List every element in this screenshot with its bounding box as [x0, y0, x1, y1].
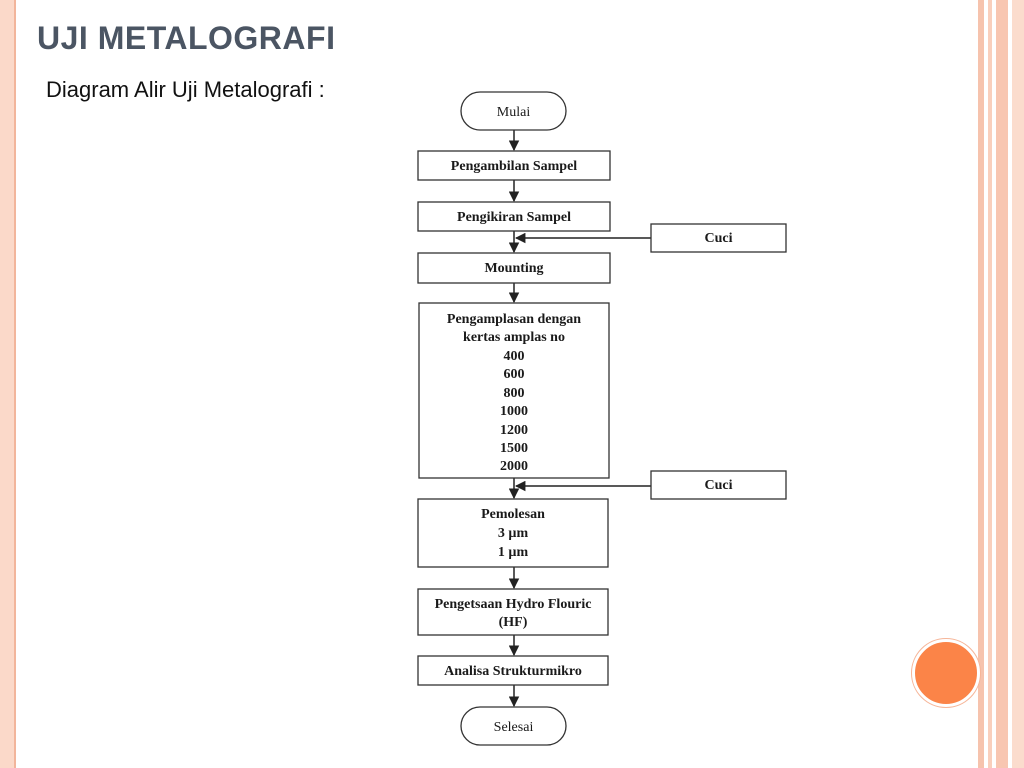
node-start-label: Mulai	[497, 105, 531, 120]
node-analisa-label: Analisa Strukturmikro	[444, 664, 582, 679]
flow-connectors	[508, 130, 651, 708]
node-pemolesan-label: Pemolesan	[481, 507, 545, 522]
node-pengamplasan-line-1: Pengamplasan dengan	[447, 312, 581, 327]
node-pengikiran-sampel: Pengikiran Sampel	[417, 201, 611, 232]
node-pengambilan-sampel: Pengambilan Sampel	[417, 150, 611, 181]
node-pengetsaan-line-2: (HF)	[499, 615, 528, 630]
node-pengamplasan: Pengamplasan dengan kertas amplas no 400…	[418, 302, 610, 479]
node-pemolesan-1um: 1 µm	[498, 545, 529, 560]
slide-frame-left	[0, 0, 16, 768]
node-cuci-1-label: Cuci	[705, 231, 733, 246]
node-mounting: Mounting	[417, 252, 611, 284]
node-pengetsaan-hf: Pengetsaan Hydro Flouric (HF)	[417, 588, 609, 636]
node-pengamplasan-grit-1500: 1500	[500, 441, 528, 456]
node-pengamplasan-line-2: kertas amplas no	[463, 330, 565, 345]
slide-frame-right	[978, 0, 1024, 768]
node-pengetsaan-line-1: Pengetsaan Hydro Flouric	[435, 597, 592, 612]
node-start: Mulai	[460, 91, 567, 131]
node-pengamplasan-grit-800: 800	[504, 386, 525, 401]
node-pengamplasan-grit-600: 600	[504, 367, 525, 382]
node-pengambilan-label: Pengambilan Sampel	[451, 159, 578, 174]
node-cuci-2-label: Cuci	[705, 478, 733, 493]
node-cuci-1: Cuci	[650, 223, 787, 253]
node-pengamplasan-grit-1000: 1000	[500, 404, 528, 419]
node-pengamplasan-grit-2000: 2000	[500, 459, 528, 474]
node-end: Selesai	[460, 706, 567, 746]
node-pengikiran-label: Pengikiran Sampel	[457, 210, 571, 225]
node-mounting-label: Mounting	[484, 261, 543, 276]
node-pengamplasan-grit-1200: 1200	[500, 423, 528, 438]
node-cuci-2: Cuci	[650, 470, 787, 500]
node-pemolesan-3um: 3 µm	[498, 526, 529, 541]
slide-title: UJI METALOGRAFI	[37, 20, 336, 56]
node-pengamplasan-grit-400: 400	[504, 349, 525, 364]
slide-subtitle: Diagram Alir Uji Metalografi :	[46, 77, 325, 102]
node-pemolesan: Pemolesan 3 µm 1 µm	[417, 498, 609, 568]
node-end-label: Selesai	[494, 720, 534, 735]
node-analisa-strukturmikro: Analisa Strukturmikro	[417, 655, 609, 686]
orange-circle-decoration	[912, 639, 980, 707]
